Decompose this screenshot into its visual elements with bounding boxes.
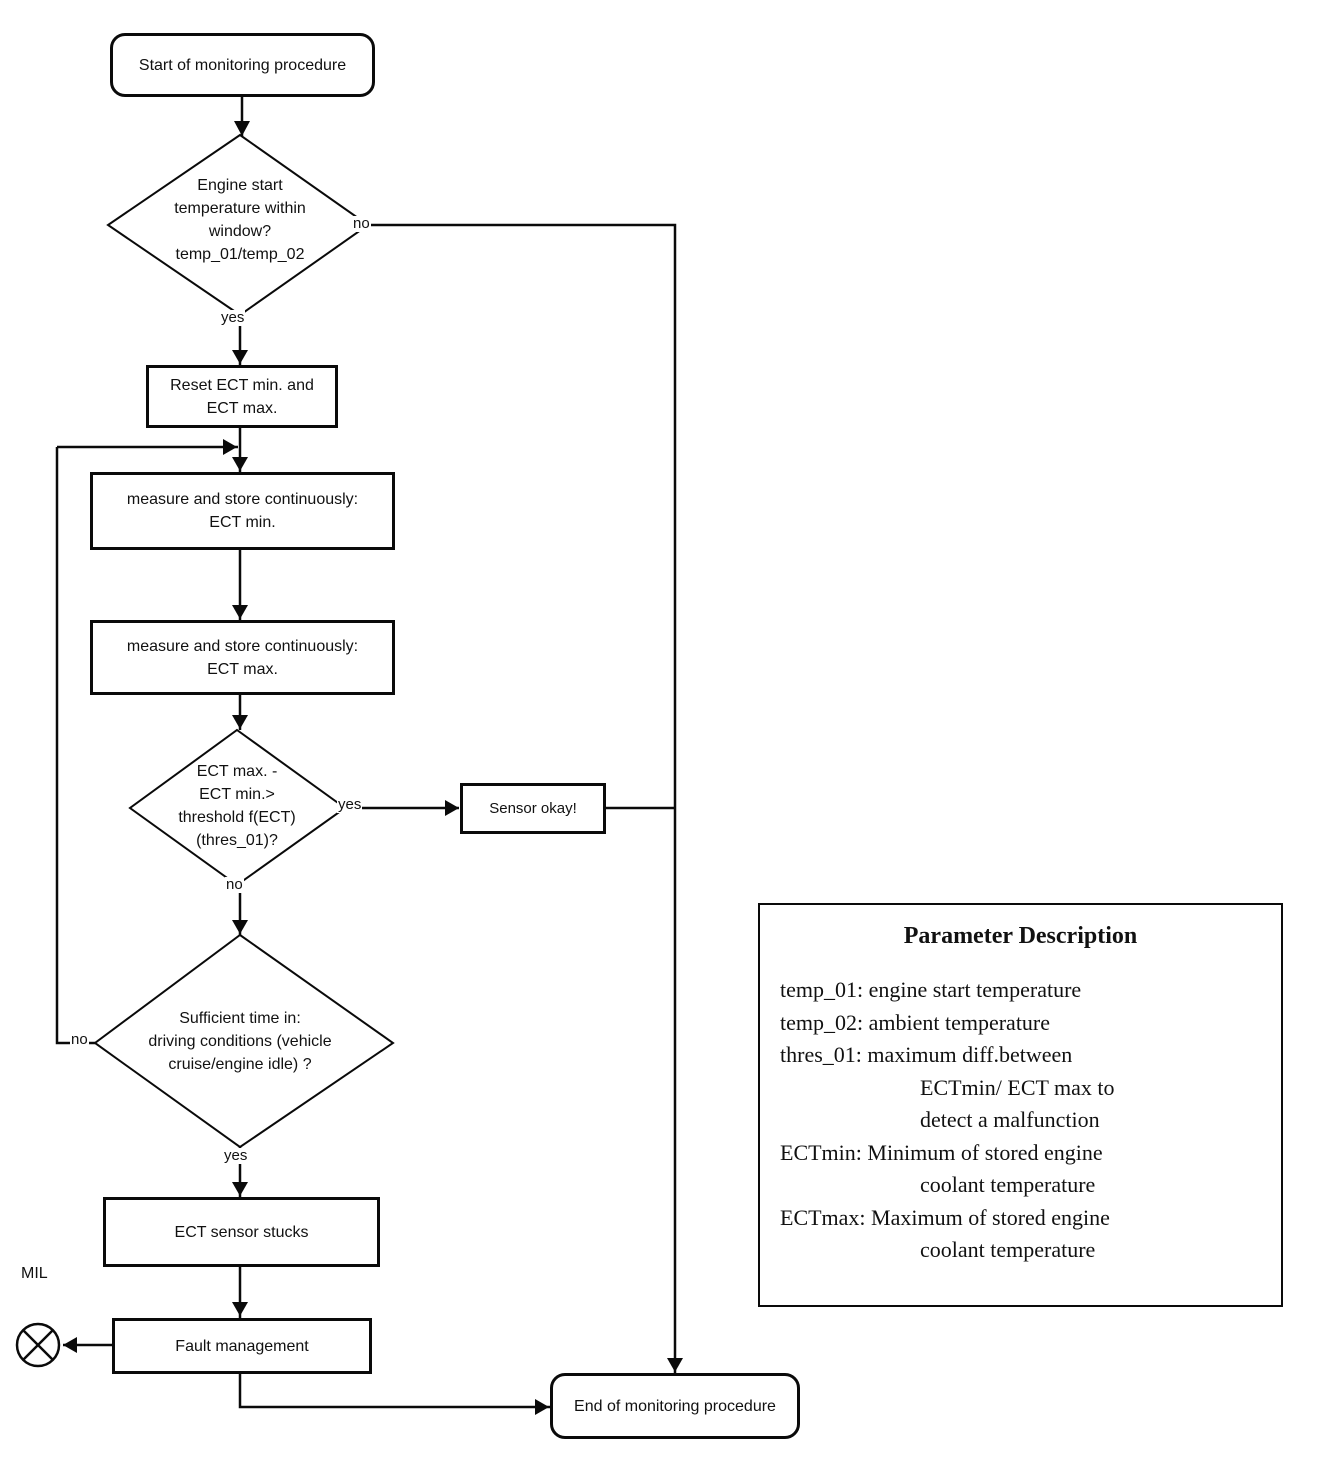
decision-line: threshold f(ECT) (178, 809, 296, 826)
node-end-label: End of monitoring procedure (574, 1397, 776, 1415)
node-measure-line: measure and store continuously: (126, 491, 359, 508)
node-fault-management: Fault management (112, 1318, 372, 1374)
node-measure-line: measure and store continuously: (126, 637, 359, 655)
decision-line: window? (208, 223, 272, 240)
parameter-line: coolant temperature (920, 1237, 1096, 1262)
arrowhead (232, 1302, 248, 1316)
decision-sufficient-time-shape (93, 933, 395, 1149)
arrowhead (234, 121, 250, 136)
arrowhead (232, 350, 248, 364)
edge-label-yes: yes (220, 309, 246, 326)
node-measure-ect-max: measure and store continuously: ECT max. (90, 620, 395, 695)
arrowhead (535, 1399, 549, 1415)
decision-line: Sufficient time in: (179, 1010, 301, 1027)
edge-label-yes: yes (337, 796, 363, 813)
parameter-line: ECTmin/ ECT max to (920, 1074, 1115, 1100)
parameter-line: ECTmin: Minimum of stored engine (780, 1139, 1103, 1165)
decision-line: Engine start (197, 177, 283, 194)
arrowhead (232, 457, 248, 471)
decision-line: cruise/engine idle) ? (168, 1056, 312, 1073)
node-sensor-okay: Sensor okay! (460, 783, 606, 834)
node-measure-ect-min: measure and store continuously: ECT min. (90, 472, 395, 550)
decision-line: temperature within (174, 200, 306, 217)
arrowhead (445, 800, 459, 816)
node-reset-line: ECT max. (206, 399, 278, 417)
arrowhead (232, 920, 248, 934)
edge-label-no: no (352, 215, 371, 232)
decision-line: ECT min.> (199, 786, 275, 803)
edge-label-no: no (225, 876, 244, 893)
mil-label: MIL (20, 1265, 49, 1282)
arrowhead (232, 605, 248, 619)
decision-line: driving conditions (vehicle (148, 1033, 332, 1050)
node-fault-management-label: Fault management (175, 1337, 309, 1355)
node-measure-line: ECT max. (207, 660, 278, 678)
node-measure-line: ECT min. (209, 514, 276, 531)
node-ect-sensor-stuck-label: ECT sensor stucks (174, 1223, 309, 1241)
parameter-line: ECTmax: Maximum of stored engine (780, 1204, 1110, 1230)
edge-label-yes: yes (223, 1147, 249, 1164)
edge-fault-to-end (238, 1374, 550, 1409)
node-start-label: Start of monitoring procedure (138, 56, 347, 74)
decision-engine-start-temp-label: Engine start temperature within window? … (115, 174, 365, 266)
node-reset-ect: Reset ECT min. and ECT max. (146, 365, 338, 428)
decision-sufficient-time-label: Sufficient time in: driving conditions (… (100, 1007, 380, 1076)
parameter-description-title: Parameter Description (903, 923, 1138, 949)
decision-line: temp_01/temp_02 (175, 246, 305, 263)
node-end: End of monitoring procedure (550, 1373, 800, 1439)
parameter-line: temp_01: engine start temperature (780, 977, 1082, 1002)
parameter-line: temp_02: ambient temperature (780, 1009, 1051, 1035)
parameter-description-box: Parameter Description temp_01: engine st… (758, 903, 1283, 1307)
parameter-line: coolant temperature (920, 1172, 1096, 1197)
arrowhead (63, 1337, 77, 1353)
decision-line: (thres_01)? (196, 832, 278, 849)
parameter-description-lines: temp_01: engine start temperature temp_0… (760, 974, 1281, 1267)
arrowhead (232, 1182, 248, 1196)
parameter-line: detect a malfunction (920, 1107, 1100, 1132)
mil-lamp-icon (15, 1322, 61, 1368)
edge-label-no: no (70, 1031, 89, 1048)
parameter-line: thres_01: maximum diff.between (780, 1042, 1073, 1067)
arrowhead (223, 439, 237, 455)
decision-threshold-label: ECT max. - ECT min.> threshold f(ECT) (t… (132, 760, 342, 852)
decision-line: ECT max. - (196, 763, 278, 780)
node-sensor-okay-label: Sensor okay! (489, 800, 577, 817)
node-ect-sensor-stuck: ECT sensor stucks (103, 1197, 380, 1267)
node-start: Start of monitoring procedure (110, 33, 375, 97)
arrowhead (667, 1358, 683, 1372)
edge-d1-no-to-end (368, 223, 677, 1373)
node-reset-line: Reset ECT min. and (170, 376, 314, 394)
arrowhead (232, 715, 248, 729)
